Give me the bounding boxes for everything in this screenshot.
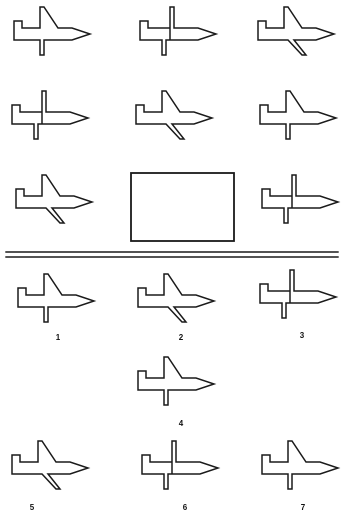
matrix-cell-1-1 bbox=[14, 7, 90, 55]
matrix-cell-3-1 bbox=[16, 175, 92, 223]
divider bbox=[6, 252, 338, 257]
option-1-figure[interactable] bbox=[18, 274, 94, 322]
option-3-figure[interactable] bbox=[260, 270, 336, 318]
option-3-label: 3 bbox=[292, 331, 312, 340]
matrix-cell-2-1 bbox=[12, 91, 88, 139]
matrix-cell-2-3 bbox=[260, 91, 336, 139]
option-2-label: 2 bbox=[171, 333, 191, 342]
option-2-figure[interactable] bbox=[138, 274, 214, 322]
option-5-label: 5 bbox=[22, 503, 42, 512]
missing-cell-box bbox=[131, 173, 234, 241]
matrix-cell-1-3 bbox=[258, 7, 334, 55]
option-1-label: 1 bbox=[48, 333, 68, 342]
option-6-figure[interactable] bbox=[142, 441, 218, 489]
matrix-cell-1-2 bbox=[140, 7, 216, 55]
option-7-figure[interactable] bbox=[262, 441, 338, 489]
matrix-cell-2-2 bbox=[136, 91, 212, 139]
option-7-label: 7 bbox=[293, 503, 313, 512]
option-5-figure[interactable] bbox=[12, 441, 88, 489]
matrix-cell-3-3 bbox=[262, 175, 338, 223]
option-4-figure[interactable] bbox=[138, 357, 214, 405]
option-6-label: 6 bbox=[175, 503, 195, 512]
option-4-label: 4 bbox=[171, 419, 191, 428]
